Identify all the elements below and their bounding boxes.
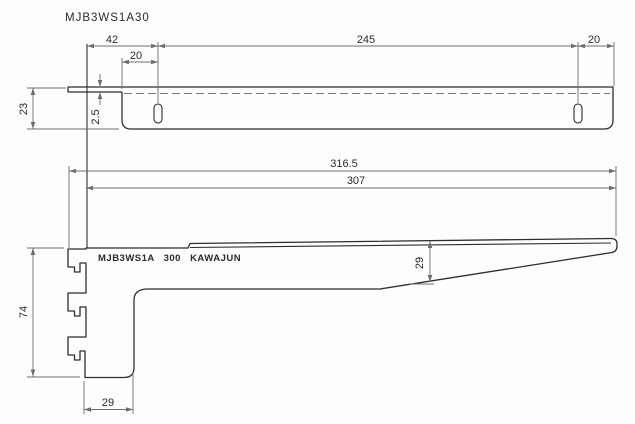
dim-back-offset: 42: [106, 34, 118, 46]
bracket-profile-outline: [67, 237, 618, 379]
dim-arm-height: 29: [414, 257, 426, 269]
top-view-body-outline: [67, 86, 614, 130]
bracket-top-inner-edge: [189, 242, 612, 249]
side-view-arrowheads: [30, 168, 616, 412]
side-view-dimension-lines: [32, 170, 616, 410]
dim-overall-length: 316.5: [330, 158, 358, 170]
dim-stem-height: 74: [18, 306, 30, 318]
dim-slot-inset-right: 20: [588, 34, 600, 46]
mounting-slot-left: [153, 103, 163, 124]
mounting-slot-right: [573, 103, 583, 124]
dim-depth: 23: [18, 103, 30, 115]
top-view-extension-lines: [27, 42, 615, 130]
dim-arm-length: 307: [347, 175, 365, 187]
drawing-title: MJB3WS1A30: [65, 12, 150, 24]
dim-stem-width: 29: [102, 397, 114, 409]
top-view-arrowheads: [30, 43, 614, 129]
dim-plate-thickness: 2.5: [90, 109, 102, 124]
dim-slot-span: 245: [357, 34, 375, 46]
part-label: MJB3WS1A 300 KAWAJUN: [98, 253, 241, 264]
top-view: 42 20 245 20 23 2.5: [18, 34, 615, 148]
side-view-extension-lines: [27, 166, 617, 414]
dim-slot-inset-left: 20: [130, 50, 142, 62]
side-view: MJB3WS1A 300 KAWAJUN 316.5 307 74 29 29: [18, 148, 618, 414]
